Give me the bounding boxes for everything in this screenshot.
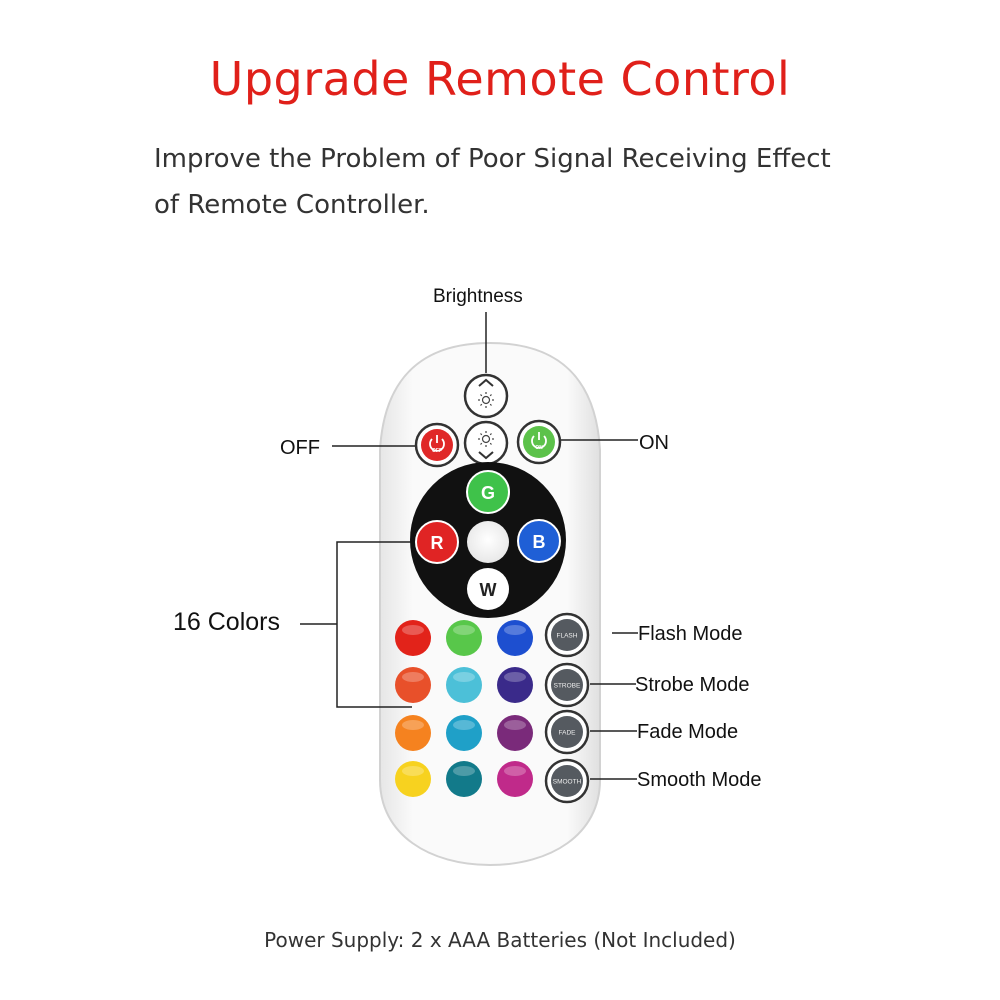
power-icon [531, 435, 547, 449]
on-button-label: ON [535, 445, 543, 451]
mode-button-strobe[interactable]: STROBE [544, 662, 590, 708]
mode-button-fade[interactable]: FADE [544, 709, 590, 755]
mode-button-flash[interactable]: FLASH [544, 612, 590, 658]
off-button-label: OFF [432, 448, 442, 454]
color-grid [395, 620, 533, 797]
color-button[interactable] [446, 667, 482, 703]
chevron-down-icon [478, 451, 494, 460]
on-button[interactable]: ON [516, 419, 562, 465]
sun-icon [478, 431, 494, 447]
power-supply-note: Power Supply: 2 x AAA Batteries (Not Inc… [264, 928, 736, 952]
subtitle: Improve the Problem of Poor Signal Recei… [154, 136, 874, 228]
color-button[interactable] [497, 715, 533, 751]
b-button[interactable]: B [517, 519, 561, 563]
mode-button-label: FADE [559, 730, 577, 737]
mode-button-label: STROBE [554, 683, 581, 690]
w-button-label: W [480, 580, 497, 600]
color-button[interactable] [497, 667, 533, 703]
brightness-up-button[interactable] [463, 373, 509, 419]
power-icon [429, 438, 445, 452]
off-callout: OFF [280, 437, 320, 459]
r-button[interactable]: R [415, 520, 459, 564]
brightness-down-button[interactable] [463, 420, 509, 466]
mode-button-smooth[interactable]: SMOOTH [544, 758, 590, 804]
smooth-mode-callout: Smooth Mode [637, 769, 762, 791]
w-button[interactable]: W [467, 568, 509, 610]
color-button[interactable] [395, 715, 431, 751]
b-button-label: B [533, 532, 546, 552]
color-button[interactable] [395, 620, 431, 656]
on-callout: ON [639, 432, 669, 454]
mode-buttons: FLASH STROBE FADE SMOOTH [544, 612, 590, 804]
callout-lines [300, 312, 638, 780]
sun-icon [478, 392, 494, 408]
white-center-button[interactable] [467, 521, 509, 563]
flash-mode-callout: Flash Mode [638, 623, 743, 645]
off-button[interactable]: OFF [414, 422, 460, 468]
subtitle-line-1: Improve the Problem of Poor Signal Recei… [154, 144, 831, 174]
mode-button-label: FLASH [557, 633, 578, 640]
color-button[interactable] [446, 620, 482, 656]
g-button-label: G [481, 483, 495, 503]
subtitle-line-2: of Remote Controller. [154, 190, 430, 220]
g-button[interactable]: G [466, 470, 510, 514]
r-button-label: R [431, 533, 444, 553]
chevron-up-icon [478, 378, 494, 387]
strobe-mode-callout: Strobe Mode [635, 674, 750, 696]
color-button[interactable] [497, 761, 533, 797]
color-button[interactable] [446, 761, 482, 797]
mode-button-label: SMOOTH [553, 779, 582, 786]
color-button[interactable] [395, 667, 431, 703]
brightness-callout: Brightness [433, 286, 523, 307]
color-button[interactable] [446, 715, 482, 751]
color-button[interactable] [395, 761, 431, 797]
page-title: Upgrade Remote Control [209, 52, 791, 106]
color-button[interactable] [497, 620, 533, 656]
fade-mode-callout: Fade Mode [637, 721, 739, 743]
colors-callout: 16 Colors [173, 608, 280, 636]
